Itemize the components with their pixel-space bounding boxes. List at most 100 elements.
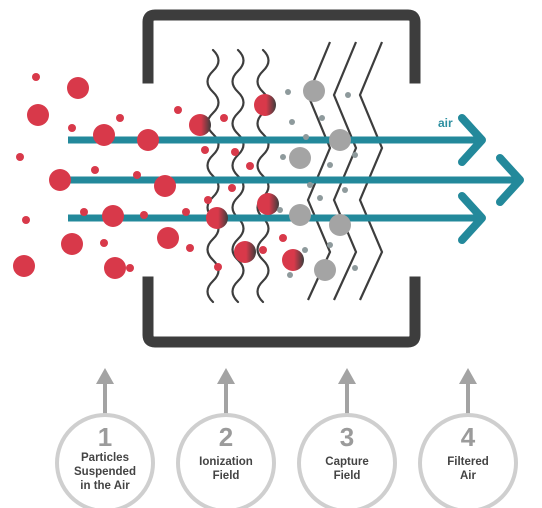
captured-particle-5 [329,214,351,236]
particle-17 [182,208,190,216]
airflow-arrows [58,114,524,244]
ionization-wire-3 [256,48,270,304]
ionized-particle-5 [234,241,256,263]
step-1-arrow-head [96,368,114,384]
particle-28 [231,148,239,156]
step-1-circle [55,413,155,508]
particle-19 [61,233,83,255]
particle-5 [68,124,76,132]
captured-particle-4 [289,204,311,226]
ionized-particle-2 [254,94,276,116]
step-3-label-line-2: Field [334,470,361,482]
step-1-number: 1 [98,422,112,452]
particle-21 [157,227,179,249]
captured-particle-11 [303,134,309,140]
ionization-wire-2 [231,48,245,304]
airflow-arrowhead-1 [458,114,486,166]
captured-particle-6 [314,259,336,281]
particle-15 [102,205,124,227]
air-label: air [438,116,453,130]
captured-particle-15 [307,182,313,188]
particle-24 [104,257,126,279]
particle-27 [246,162,254,170]
step-2-label-line-2: Field [213,470,240,482]
capture-plate-3 [358,41,384,301]
captured-particle-1 [303,80,325,102]
particle-25 [204,196,212,204]
particle-18 [22,216,30,224]
captured-particle-14 [352,152,358,158]
ionization-wire-1 [206,48,220,304]
particle-14 [80,208,88,216]
particle-26 [228,184,236,192]
step-4-label-line-2: Air [460,470,477,482]
particle-13 [154,175,176,197]
ionized-particle-3 [206,207,228,229]
captured-particle-22 [302,247,308,253]
particle-34 [220,114,228,122]
airflow-arrowhead-2 [496,154,524,206]
step-4-circle [418,413,518,508]
particle-8 [116,114,124,122]
ionized-particle-6 [282,249,304,271]
particle-29 [214,263,222,271]
captured-particle-13 [327,162,333,168]
captured-particle-7 [285,89,291,95]
housing-bottom-bracket [142,276,421,348]
captured-particle-9 [319,115,325,121]
particle-30 [259,246,267,254]
particle-10 [49,169,71,191]
housing-top-bracket [142,9,421,84]
step-3-circle [297,413,397,508]
captured-particle-17 [277,207,283,213]
particle-1 [32,73,40,81]
step-2-number: 2 [219,422,233,452]
particle-11 [91,166,99,174]
particle-9 [174,106,182,114]
step-1-label-line-1: Particles [81,452,129,464]
captured-particle-16 [342,187,348,193]
particle-16 [140,211,148,219]
step-4-number: 4 [461,422,476,452]
step-2-circle [176,413,276,508]
step-1-label-line-3: in the Air [80,480,130,492]
captured-particle-20 [352,265,358,271]
captured-particle-18 [317,195,323,201]
particle-23 [13,255,35,277]
particle-33 [201,146,209,154]
captured-particle-10 [345,92,351,98]
step-4-label-line-1: Filtered [447,456,489,468]
captured-particle-21 [287,272,293,278]
captured-particle-8 [289,119,295,125]
step-3-number: 3 [340,422,354,452]
filter-housing [142,9,421,348]
particle-32 [186,244,194,252]
particle-22 [126,264,134,272]
step-4-arrow-head [459,368,477,384]
captured-particle-2 [329,129,351,151]
particle-6 [93,124,115,146]
captured-particle-12 [280,154,286,160]
particle-7 [137,129,159,151]
ionized-particle-4 [257,193,279,215]
step-1-label-line-2: Suspended [74,466,136,478]
captured-particle-3 [289,147,311,169]
captured-particle-19 [327,242,333,248]
particle-3 [27,104,49,126]
particle-31 [279,234,287,242]
particles [13,73,358,281]
step-2-label-line-1: Ionization [199,456,253,468]
airflow-arrowhead-3 [458,192,486,244]
particle-12 [133,171,141,179]
capture-plate-2 [332,41,358,301]
ionized-particle-1 [189,114,211,136]
particle-4 [16,153,24,161]
step-3-label-line-1: Capture [325,456,368,468]
step-3-arrow-head [338,368,356,384]
